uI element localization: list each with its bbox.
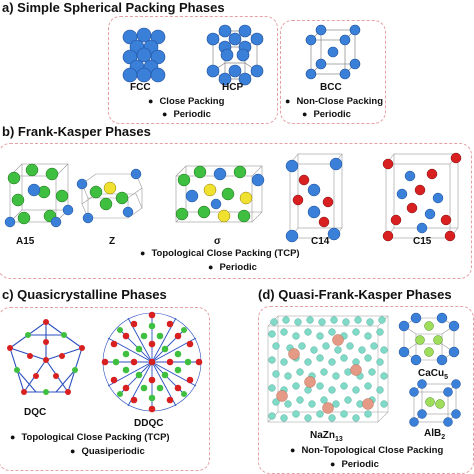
fcc-structure bbox=[122, 27, 166, 83]
section-b-box bbox=[0, 143, 472, 279]
section-a-title: a) Simple Spherical Packing Phases bbox=[2, 0, 225, 15]
sigma-structure bbox=[175, 165, 265, 223]
z-label: Z bbox=[109, 236, 116, 247]
section-c-bullet-tcp: Topological Close Packing (TCP) bbox=[10, 432, 169, 443]
fcc-label: FCC bbox=[130, 82, 151, 93]
bcc-label: BCC bbox=[320, 82, 342, 93]
section-d-title: (d) Quasi-Frank-Kasper Phases bbox=[258, 287, 452, 302]
section-b-bullet-periodic: Periodic bbox=[208, 262, 257, 273]
dqc-label: DQC bbox=[24, 407, 47, 418]
c14-structure bbox=[285, 153, 343, 243]
cacu5-label: CaCu5 bbox=[418, 368, 448, 381]
section-a-box-right bbox=[280, 20, 386, 124]
sigma-label: σ bbox=[214, 236, 221, 247]
ddqc-pattern bbox=[101, 311, 203, 413]
alb2-label-sub: 2 bbox=[441, 434, 446, 441]
nazn13-label: NaZn13 bbox=[310, 430, 343, 443]
section-a-bullet-close-packing: Close Packing bbox=[148, 96, 224, 107]
z-structure bbox=[76, 168, 143, 224]
section-b-title: b) Frank-Kasper Phases bbox=[2, 124, 151, 139]
nazn13-label-sub: 13 bbox=[335, 436, 343, 443]
section-c-box bbox=[0, 307, 210, 471]
section-a-box-left bbox=[108, 16, 278, 124]
cacu5-structure bbox=[398, 312, 460, 366]
alb2-structure bbox=[409, 379, 461, 427]
nazn13-label-base: NaZn bbox=[310, 430, 335, 441]
a15-structure bbox=[4, 163, 74, 228]
ddqc-label: DDQC bbox=[134, 418, 164, 429]
a15-label: A15 bbox=[16, 236, 35, 247]
bcc-structure bbox=[305, 24, 361, 80]
section-d-bullet-periodic: Periodic bbox=[330, 459, 379, 470]
cacu5-label-sub: 5 bbox=[444, 374, 449, 381]
nazn13-structure bbox=[267, 315, 389, 423]
hcp-label: HCP bbox=[222, 82, 244, 93]
cacu5-label-base: CaCu bbox=[418, 368, 445, 379]
section-b-bullet-tcp: Topological Close Packing (TCP) bbox=[140, 248, 299, 259]
hcp-structure bbox=[206, 24, 264, 86]
c14-label: C14 bbox=[311, 236, 330, 247]
alb2-label-base: AlB bbox=[424, 428, 442, 439]
alb2-label: AlB2 bbox=[424, 428, 445, 441]
section-a-bullet-periodic-left: Periodic bbox=[162, 109, 211, 120]
dqc-pattern bbox=[7, 319, 85, 395]
section-c-title: c) Quasicrystalline Phases bbox=[2, 287, 167, 302]
c15-label: C15 bbox=[413, 236, 432, 247]
section-d-bullet-non-tcp: Non-Topological Close Packing bbox=[290, 445, 443, 456]
c15-structure bbox=[382, 152, 462, 242]
section-c-bullet-quasiperiodic: Quasiperiodic bbox=[70, 446, 144, 457]
section-a-bullet-periodic-right: Periodic bbox=[302, 109, 351, 120]
section-a-bullet-non-close-packing: Non-Close Packing bbox=[285, 96, 383, 107]
